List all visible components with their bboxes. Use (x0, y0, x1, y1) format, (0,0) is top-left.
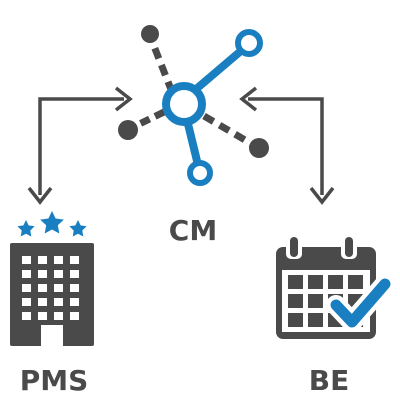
star-icon (17, 220, 35, 237)
network-node (118, 120, 138, 140)
network-hub-node (162, 82, 206, 126)
building-window (54, 284, 63, 292)
calendar-day-cell (308, 294, 323, 308)
calendar-day-cell (308, 313, 323, 327)
network-hub-icon (118, 25, 269, 186)
building-window (54, 256, 63, 264)
calendar-day-cell (308, 275, 323, 289)
arrowhead-down (309, 186, 335, 205)
building-window (70, 298, 79, 306)
calendar-check-icon (276, 235, 395, 339)
arrowhead-left (239, 86, 258, 112)
building-window (22, 256, 31, 264)
rating-stars (17, 211, 87, 237)
arrowhead-down (27, 186, 53, 205)
network-node (187, 160, 213, 186)
calendar-day-cell (288, 313, 303, 327)
pms-label: PMS (20, 364, 89, 397)
pms-cm-connection-arrow (27, 86, 133, 205)
network-node (249, 138, 269, 158)
building-window (70, 284, 79, 292)
building-window (22, 312, 31, 320)
star-icon (40, 211, 64, 234)
calendar-day-cell (348, 275, 363, 289)
building-window (38, 284, 47, 292)
building-window (38, 298, 47, 306)
building-door (41, 325, 63, 346)
building-window (22, 284, 31, 292)
building-window (22, 270, 31, 278)
building-window (38, 270, 47, 278)
building-window (54, 312, 63, 320)
hotel-building-icon (10, 211, 94, 346)
building-window (70, 256, 79, 264)
star-icon (69, 220, 87, 237)
building-window (38, 256, 47, 264)
calendar-day-cell (328, 275, 343, 289)
building-window (38, 312, 47, 320)
arrowhead-right (114, 86, 133, 112)
be-cm-connection-arrow (239, 86, 335, 205)
building-window (54, 270, 63, 278)
building-window (22, 298, 31, 306)
network-node (141, 25, 159, 43)
building-window (70, 312, 79, 320)
network-node (235, 29, 263, 57)
building-windows (22, 256, 79, 320)
calendar-day-cell (288, 275, 303, 289)
calendar-day-cell (288, 294, 303, 308)
building-window (70, 270, 79, 278)
cm-label: CM (169, 214, 217, 247)
checkmark-icon (330, 278, 391, 328)
building-window (54, 298, 63, 306)
be-label: BE (309, 364, 349, 397)
